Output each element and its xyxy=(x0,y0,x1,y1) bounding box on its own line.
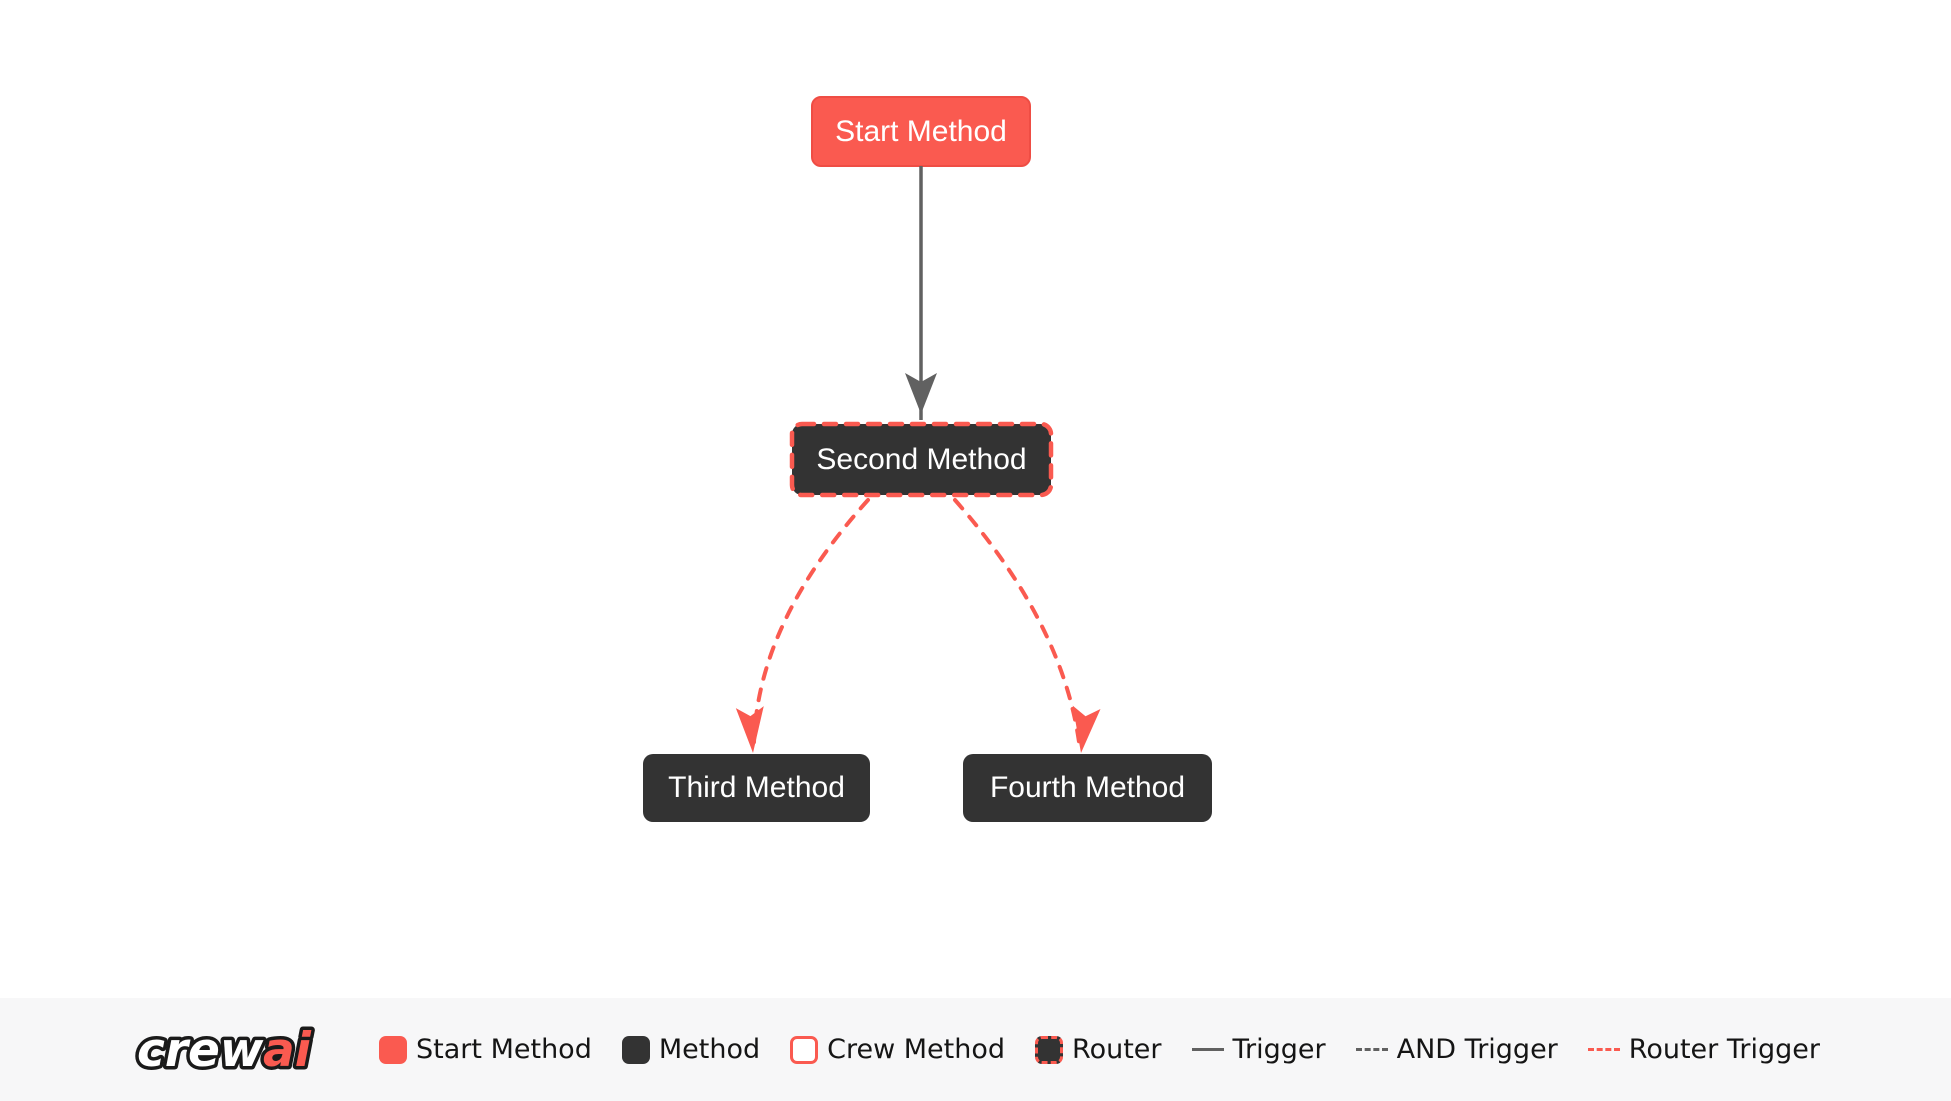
flow-canvas[interactable]: Start Method Second Method Third Method … xyxy=(0,0,1951,998)
node-start-method-label: Start Method xyxy=(835,114,1007,148)
method-swatch-icon xyxy=(621,1035,650,1064)
legend-label: Router xyxy=(1072,1034,1162,1065)
node-third-method-label: Third Method xyxy=(668,771,845,804)
legend-label: Crew Method xyxy=(827,1034,1006,1065)
legend-item-start-method: Start Method xyxy=(379,1034,592,1065)
node-second-method-label: Second Method xyxy=(816,442,1027,476)
legend-label: Router Trigger xyxy=(1628,1034,1820,1065)
edge-trigger-arrowhead-icon xyxy=(905,373,937,414)
edge-router-trigger-left xyxy=(752,498,870,744)
edge-router-trigger-right-arrowhead-icon xyxy=(1072,705,1101,753)
legend-bar: crew ai Start Method Method Crew Method … xyxy=(0,998,1951,1101)
edge-router-trigger-right xyxy=(953,498,1081,744)
node-fourth-method-label: Fourth Method xyxy=(989,771,1186,804)
edge-router-trigger-left-arrowhead-icon xyxy=(735,706,764,753)
legend-item-router-trigger: Router Trigger xyxy=(1587,1034,1820,1065)
legend-item-trigger: Trigger xyxy=(1191,1034,1326,1065)
crewai-logo-ai-text: ai xyxy=(263,1023,312,1078)
and-trigger-line-icon xyxy=(1355,1048,1388,1051)
crewai-logo-crew-text: crew xyxy=(137,1023,264,1078)
node-second-method-router[interactable]: Second Method xyxy=(792,424,1051,495)
legend-label: Start Method xyxy=(416,1034,592,1065)
router-trigger-line-icon xyxy=(1587,1048,1620,1051)
legend-label: Method xyxy=(658,1034,761,1065)
legend-label: Trigger xyxy=(1232,1034,1326,1065)
router-swatch-icon xyxy=(1035,1035,1064,1064)
crewai-logo: crew ai xyxy=(134,1019,316,1081)
node-start-method[interactable]: Start Method xyxy=(811,96,1031,167)
trigger-line-icon xyxy=(1191,1048,1224,1051)
start-method-swatch-icon xyxy=(379,1035,408,1064)
node-third-method[interactable]: Third Method xyxy=(643,754,870,822)
legend-item-router: Router xyxy=(1035,1034,1162,1065)
legend-item-and-trigger: AND Trigger xyxy=(1355,1034,1558,1065)
legend-label: AND Trigger xyxy=(1396,1034,1558,1065)
crew-method-swatch-icon xyxy=(790,1035,819,1064)
legend-item-crew-method: Crew Method xyxy=(790,1034,1005,1065)
node-fourth-method[interactable]: Fourth Method xyxy=(963,754,1212,822)
legend-item-method: Method xyxy=(621,1034,761,1065)
